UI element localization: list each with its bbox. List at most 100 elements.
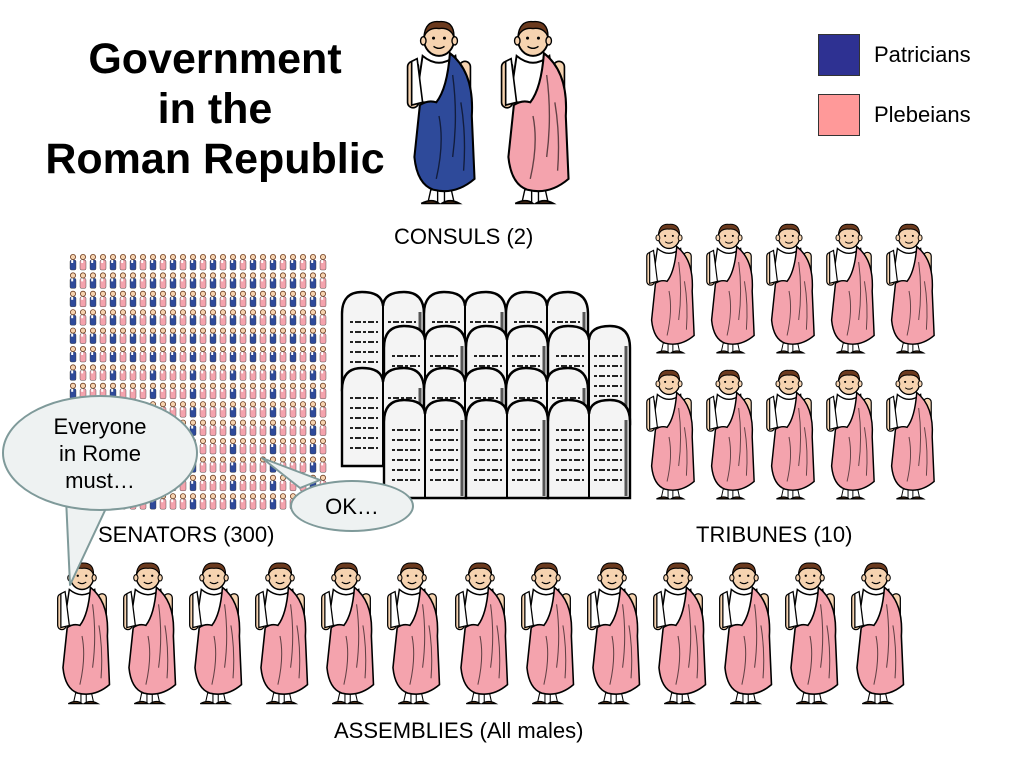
senator-figure: [219, 272, 227, 289]
senator-figure: [149, 254, 157, 271]
assembly-figure: [182, 562, 246, 715]
senator-figure: [149, 364, 157, 381]
stone-tablet-icon: [546, 398, 632, 500]
senator-figure: [99, 327, 107, 344]
senator-figure: [139, 346, 147, 363]
senator-figure: [289, 309, 297, 326]
legend-label-plebeians: Plebeians: [874, 102, 971, 127]
senator-figure: [139, 272, 147, 289]
senator-figure: [279, 493, 287, 510]
senator-figure: [229, 401, 237, 418]
senator-figure: [209, 437, 217, 455]
senator-figure: [299, 346, 307, 363]
senator-figure: [229, 272, 237, 289]
senator-figure: [319, 456, 327, 473]
senator-figure: [179, 290, 187, 307]
senator-figure: [259, 437, 267, 455]
senator-figure: [169, 309, 177, 326]
senator-figure: [249, 382, 257, 400]
senator-figure: [319, 309, 327, 326]
senator-figure: [299, 309, 307, 326]
senator-figure: [89, 254, 97, 271]
assembly-figure: [448, 562, 512, 715]
senator-figure: [209, 401, 217, 418]
senator-figure: [199, 474, 207, 492]
tribune-figure: [640, 366, 698, 513]
senator-figure: [219, 474, 227, 492]
senator-figure: [139, 309, 147, 326]
senator-figure: [229, 364, 237, 381]
senator-figure: [139, 254, 147, 271]
senator-figure: [249, 290, 257, 307]
senator-figure: [169, 364, 177, 381]
senator-figure: [69, 272, 77, 289]
senator-figure: [199, 437, 207, 455]
senator-figure: [189, 254, 197, 271]
senator-figure: [279, 254, 287, 271]
senator-figure: [229, 474, 237, 492]
senator-figure: [89, 327, 97, 344]
senator-figure: [219, 382, 227, 400]
senator-figure: [209, 309, 217, 326]
senator-figure: [269, 419, 277, 436]
senator-figure: [259, 401, 267, 418]
senator-figure: [169, 272, 177, 289]
assembly-figure: [116, 562, 180, 715]
roman-citizen-icon: [766, 223, 815, 354]
tribune-figure: [820, 220, 878, 367]
assemblies-label: ASSEMBLIES (All males): [334, 718, 584, 743]
roman-citizen-icon: [646, 369, 695, 500]
senator-figure: [219, 493, 227, 510]
senator-figure: [149, 346, 157, 363]
senator-figure: [109, 327, 117, 344]
senator-figure: [289, 346, 297, 363]
senator-figure: [279, 290, 287, 307]
senator-figure: [299, 254, 307, 271]
consul-patrician: [398, 18, 480, 219]
roman-citizen-icon: [826, 369, 875, 500]
senator-figure: [279, 401, 287, 418]
senator-figure: [69, 290, 77, 307]
senator-figure: [219, 364, 227, 381]
assembly-figure: [514, 562, 578, 715]
senator-figure: [199, 456, 207, 473]
senator-figure: [289, 327, 297, 344]
senator-figure: [119, 327, 127, 344]
senator-figure: [149, 327, 157, 344]
senator-figure: [79, 272, 87, 289]
senator-figure: [299, 290, 307, 307]
roman-citizen-icon: [766, 369, 815, 500]
senator-figure: [79, 364, 87, 381]
senator-figure: [69, 364, 77, 381]
senator-figure: [99, 309, 107, 326]
roman-citizen-icon: [587, 562, 641, 705]
senator-figure: [109, 346, 117, 363]
senator-figure: [299, 456, 307, 473]
senator-figure: [269, 382, 277, 400]
senator-figure: [319, 290, 327, 307]
assembly-figure: [580, 562, 644, 715]
senator-figure: [309, 272, 317, 289]
senator-figure: [199, 364, 207, 381]
legend-swatch-plebeians: [818, 94, 860, 136]
senator-figure: [239, 272, 247, 289]
senator-figure: [89, 364, 97, 381]
speech-text-everyone: Everyone in Rome must…: [53, 413, 147, 493]
senator-figure: [279, 437, 287, 455]
senator-figure: [189, 346, 197, 363]
senator-figure: [249, 364, 257, 381]
senator-figure: [319, 401, 327, 418]
senator-figure: [259, 493, 267, 510]
tribune-figure: [640, 220, 698, 367]
senator-figure: [319, 327, 327, 344]
senator-figure: [229, 456, 237, 473]
senator-figure: [199, 346, 207, 363]
senator-figure: [219, 290, 227, 307]
senator-figure: [109, 290, 117, 307]
stone-tablet-icon: [382, 398, 468, 500]
senator-figure: [99, 254, 107, 271]
senator-figure: [259, 290, 267, 307]
senator-figure: [309, 437, 317, 455]
tribune-figure: [880, 220, 938, 367]
roman-citizen-icon: [886, 223, 935, 354]
